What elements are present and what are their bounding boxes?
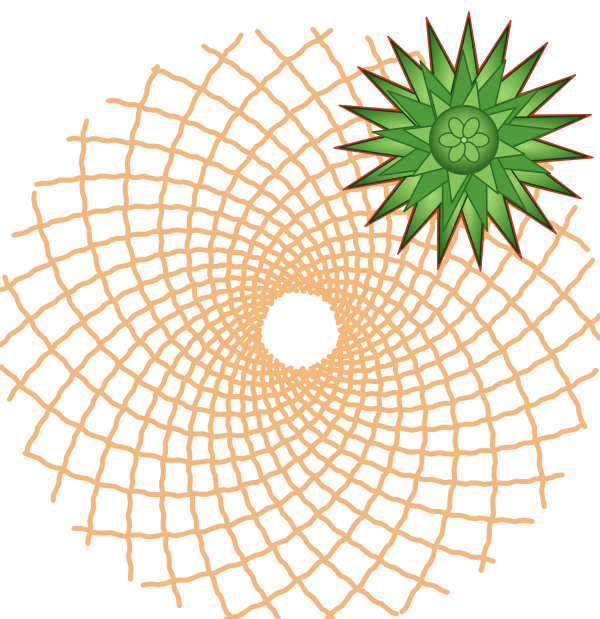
spiral-center-hole bbox=[268, 296, 336, 364]
aloe-rosette-icon bbox=[330, 8, 598, 276]
